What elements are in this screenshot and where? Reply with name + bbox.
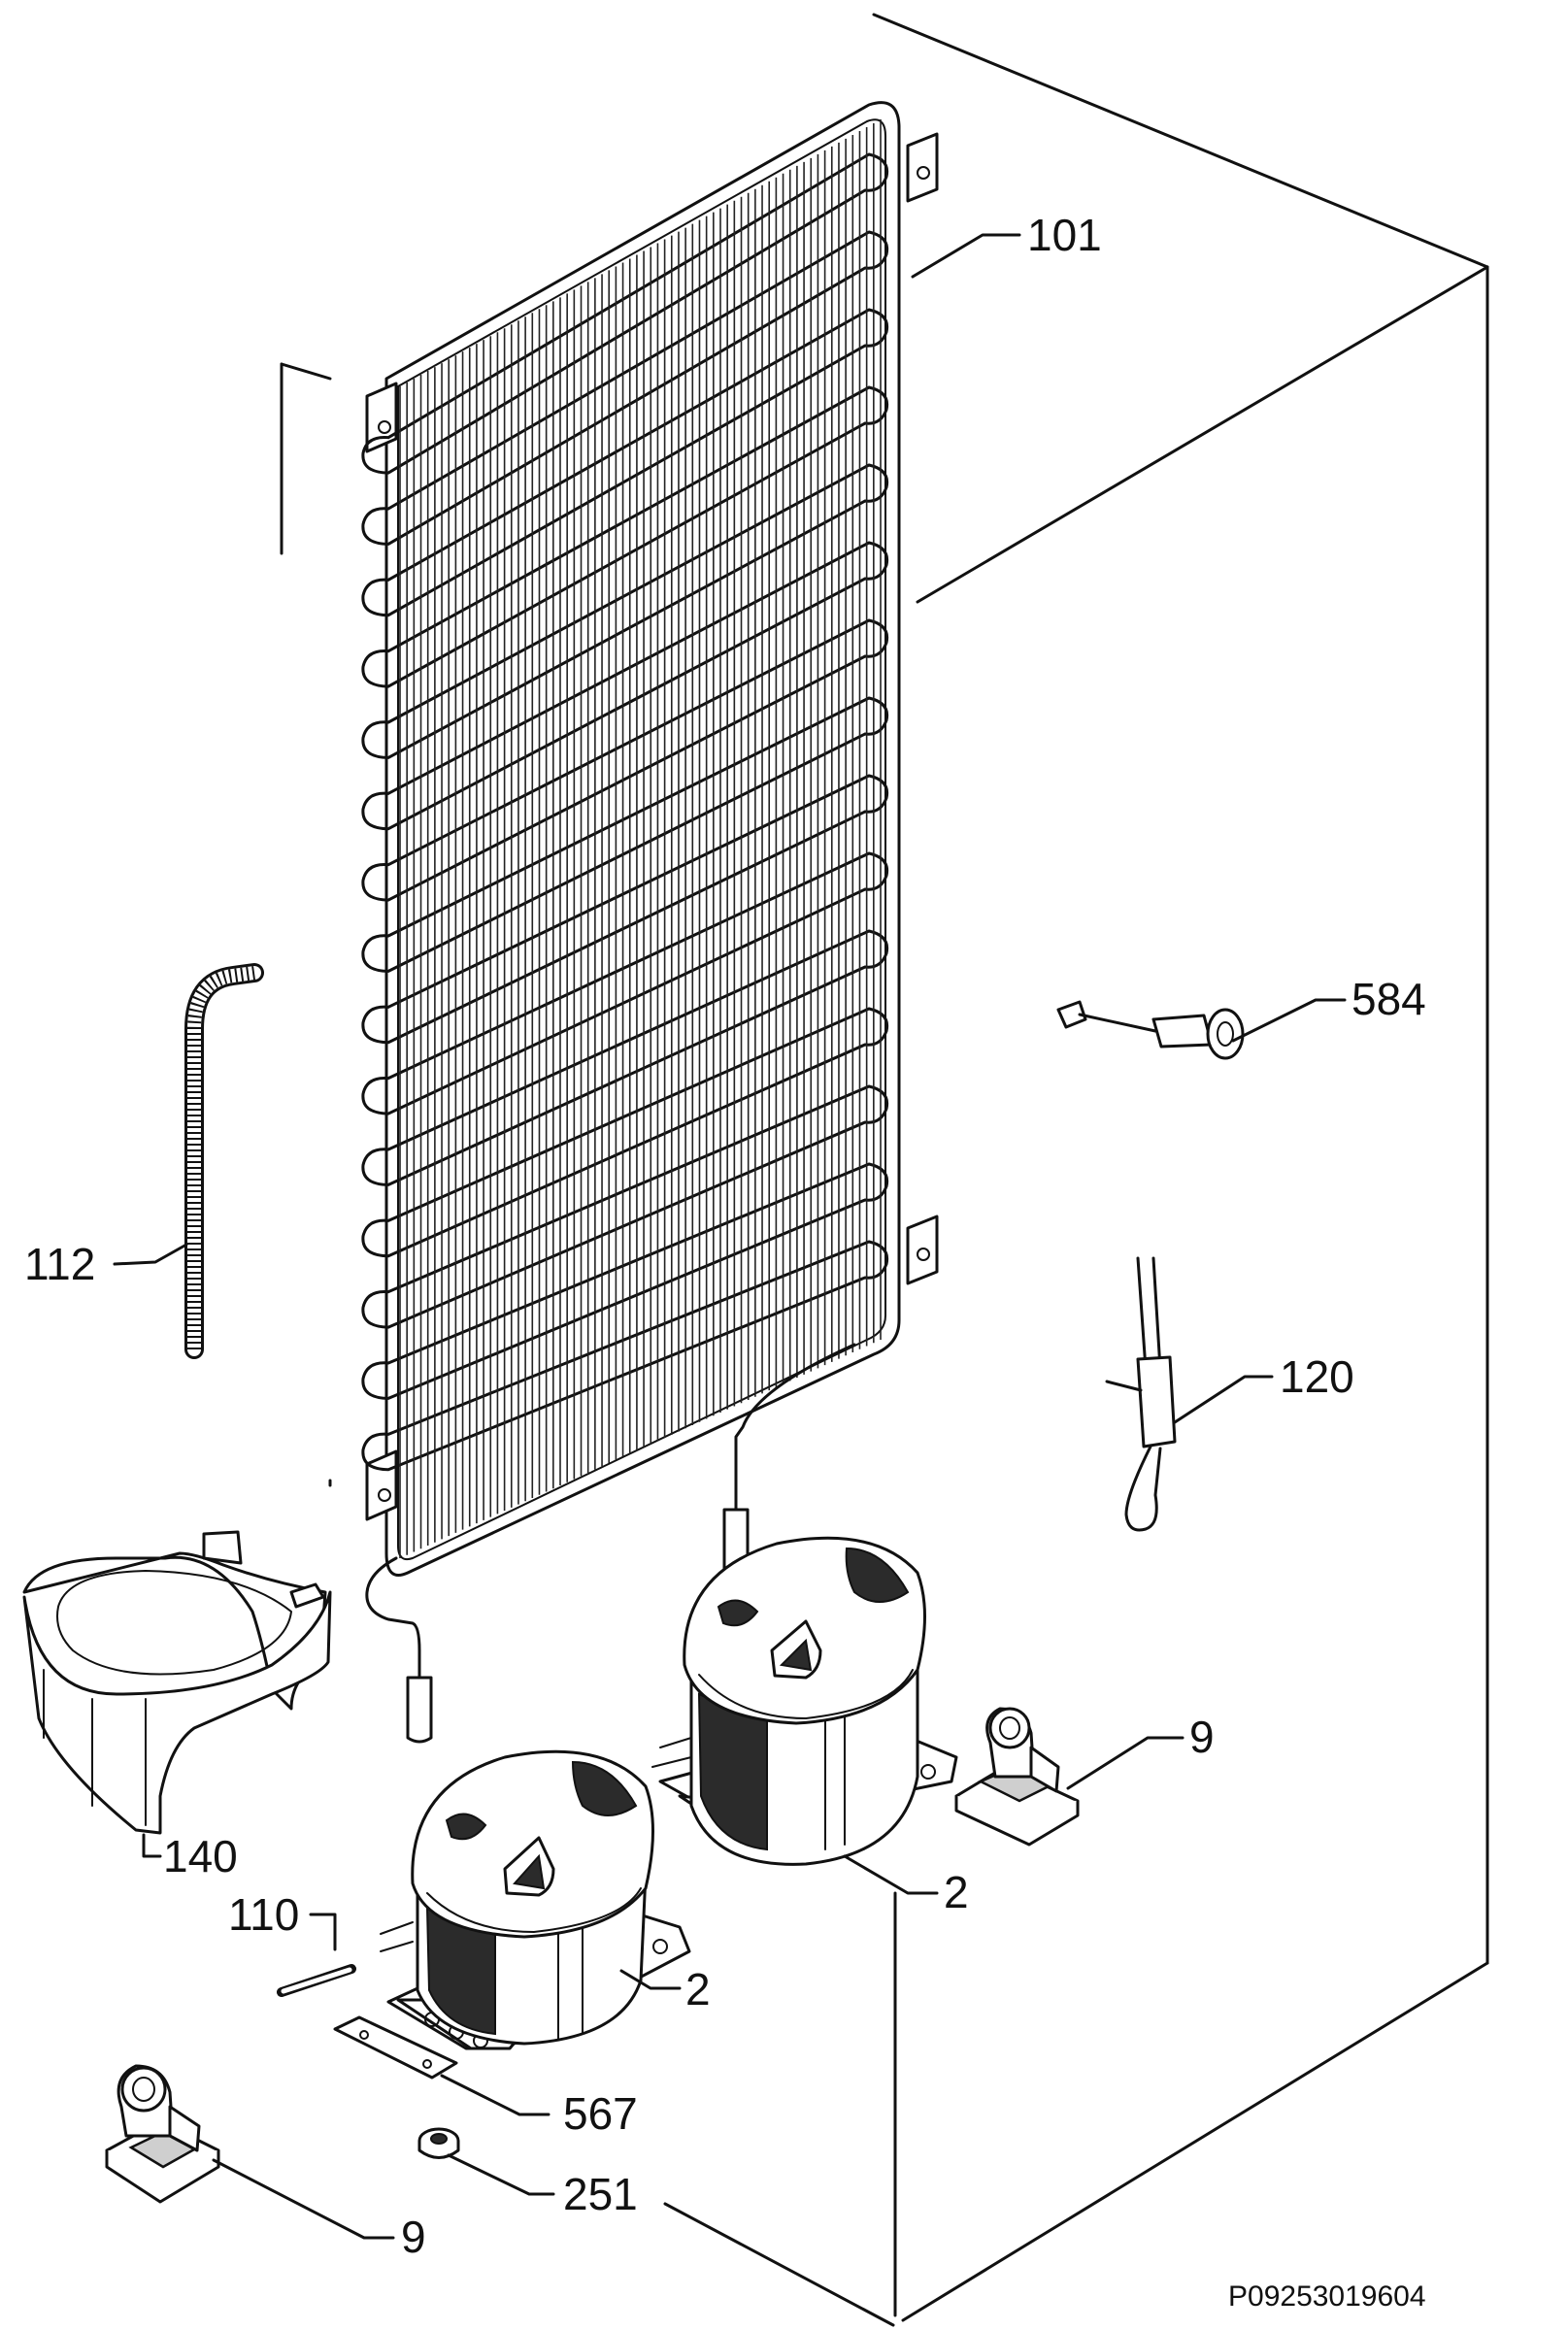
label-2-left: 2 (685, 1964, 711, 2014)
leader-110 (309, 1913, 337, 1951)
condenser-coil (361, 101, 939, 1744)
label-584: 584 (1351, 974, 1426, 1024)
grommet (417, 2127, 460, 2159)
label-2-right: 2 (944, 1867, 969, 1917)
label-567: 567 (563, 2088, 638, 2139)
drip-tray (22, 1530, 332, 1835)
thermostat-sensor (1056, 1000, 1245, 1060)
leader-9-right (1066, 1736, 1184, 1790)
label-120: 120 (1280, 1351, 1354, 1402)
leader-2-left (619, 1969, 682, 1990)
mounting-plate (333, 2015, 458, 2080)
label-9-right: 9 (1189, 1712, 1215, 1762)
leader-251 (447, 2153, 555, 2196)
clamp-right (954, 1707, 1080, 1847)
leader-584 (1231, 998, 1347, 1043)
clamp-left (105, 2064, 220, 2204)
drain-hose (184, 963, 264, 1359)
leader-101 (911, 233, 1021, 279)
label-9-left: 9 (401, 2212, 426, 2262)
leader-140 (142, 1833, 162, 1858)
leader-9-left (212, 2158, 395, 2240)
leader-2-right (843, 1854, 939, 1895)
leader-112 (113, 1243, 188, 1266)
leader-567 (440, 2074, 550, 2116)
relay-wiring (1105, 1256, 1177, 1532)
cabinet-outline (280, 13, 1489, 2327)
label-140: 140 (163, 1831, 238, 1881)
label-251: 251 (563, 2169, 638, 2219)
label-112: 112 (24, 1239, 95, 1289)
compressor-left (380, 1749, 691, 2050)
label-101: 101 (1027, 210, 1102, 260)
filler-pipe (277, 1964, 356, 1997)
compressor-right (651, 1536, 958, 1866)
leader-120 (1173, 1375, 1274, 1424)
label-110: 110 (228, 1889, 299, 1940)
drawing-code: P09253019604 (1228, 2280, 1426, 2313)
